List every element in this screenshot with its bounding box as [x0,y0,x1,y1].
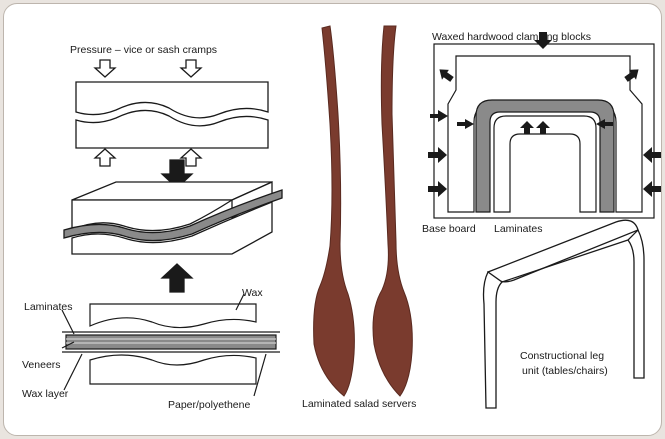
hollow-arrow-down-left [95,60,115,77]
hollow-arrow-down-right [181,60,201,77]
leg-unit-illustration [484,220,645,408]
upper-former [90,304,256,328]
label-wax-top: Wax [242,287,263,299]
leg-left-upright [484,272,503,408]
lower-former [90,355,256,384]
label-laminates-right: Laminates [494,223,542,235]
hollow-arrow-up-left [95,149,115,166]
clamping-blocks-illustration [428,32,661,218]
salad-servers-illustration [314,26,413,396]
press-top-block [76,82,268,118]
label-laminates-left: Laminates [24,301,72,313]
leg-right-upright [628,230,644,378]
label-clamping-blocks: Waxed hardwood clamping blocks [432,31,591,43]
label-wax-layer: Wax layer [22,388,68,400]
mould-3d-illustration [64,160,282,292]
label-leg-unit-line2: unit (tables/chairs) [522,365,608,377]
label-salad-servers: Laminated salad servers [302,398,416,410]
server-left [314,26,355,396]
label-leg-unit-line1: Constructional leg [520,350,604,362]
solid-arrow-up [162,264,192,292]
server-right [373,26,412,396]
label-veneers: Veneers [22,359,61,371]
press-bottom-block [76,110,268,148]
label-paper: Paper/polyethene [168,399,250,411]
veneer-layers [66,335,276,349]
laminate-stack-illustration [62,294,280,396]
label-base-board: Base board [422,223,476,235]
flat-press-illustration [76,60,268,166]
label-pressure: Pressure – vice or sash cramps [70,44,217,56]
diagram-frame: Pressure – vice or sash cramps Laminates… [3,3,662,436]
